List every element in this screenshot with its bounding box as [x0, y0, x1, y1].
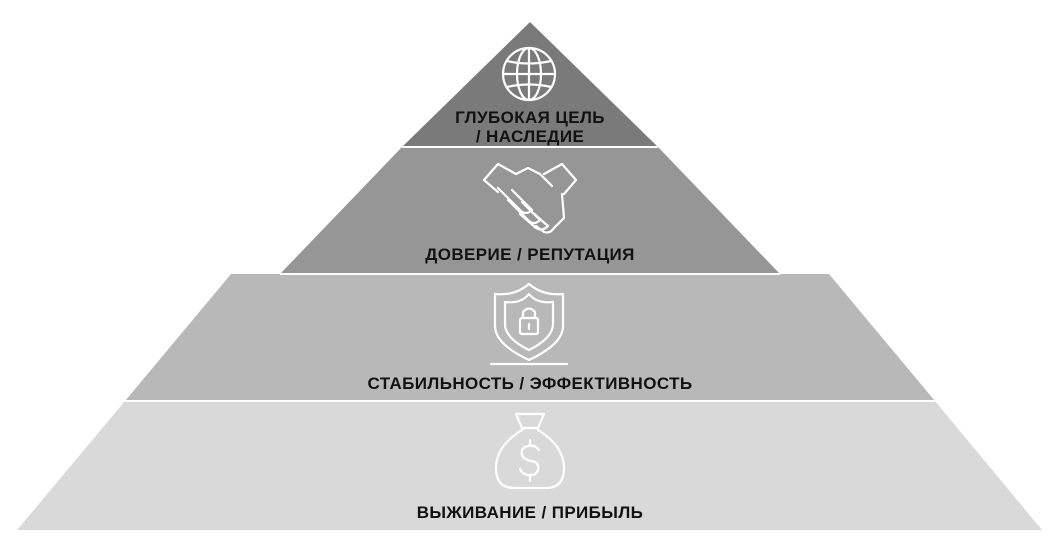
- tier-4-label-line2: / НАСЛЕДИЕ: [476, 127, 584, 146]
- tier-4-label-line1: ГЛУБОКАЯ ЦЕЛЬ: [455, 108, 605, 127]
- tier-3-label: ДОВЕРИЕ / РЕПУТАЦИЯ: [425, 245, 635, 264]
- tier-stability-efficiency: [125, 274, 935, 401]
- globe-icon: [501, 46, 557, 102]
- shield-lock-icon: [489, 282, 569, 366]
- tier-2-label: СТАБИЛЬНОСТЬ / ЭФФЕКТИВНОСТЬ: [368, 374, 693, 393]
- handshake-icon: [482, 162, 578, 234]
- tier-1-label: ВЫЖИВАНИЕ / ПРИБЫЛЬ: [417, 503, 644, 522]
- money-bag-icon: [494, 412, 566, 490]
- tier-survival-profit: [17, 401, 1042, 530]
